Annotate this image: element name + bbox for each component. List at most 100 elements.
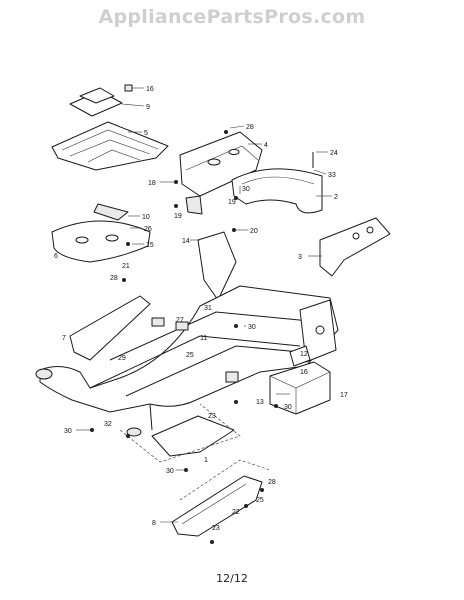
callout-label: 26 bbox=[144, 226, 152, 233]
floor-mat-panel bbox=[51, 121, 169, 171]
callout-label: 28 bbox=[246, 124, 254, 131]
fastener-icon bbox=[126, 434, 130, 438]
frame-tab bbox=[175, 321, 189, 331]
frame-tab bbox=[225, 371, 239, 383]
frame-outline bbox=[39, 285, 339, 413]
side-plate-hole bbox=[352, 232, 360, 240]
floor-mat-ridge bbox=[87, 149, 141, 163]
floor-mat-ridge bbox=[69, 139, 151, 157]
callout-label: 31 bbox=[204, 305, 212, 312]
fastener-icon bbox=[234, 400, 238, 404]
callout-label: 28 bbox=[110, 275, 118, 282]
under-plate bbox=[151, 415, 235, 457]
fastener-icon bbox=[122, 278, 126, 282]
fastener-icon bbox=[210, 540, 214, 544]
battery-box bbox=[269, 361, 331, 415]
fastener-icon bbox=[260, 488, 264, 492]
callout-label: 14 bbox=[182, 238, 190, 245]
knob-part bbox=[124, 84, 133, 92]
frame-hole bbox=[315, 325, 325, 335]
under-plate-guide bbox=[119, 403, 241, 463]
callout-label: 20 bbox=[250, 228, 258, 235]
callout-label: 15 bbox=[146, 242, 154, 249]
console-foot bbox=[185, 195, 203, 215]
callout-label: 17 bbox=[340, 392, 348, 399]
side-plate-part bbox=[319, 217, 391, 277]
top-plate-raised bbox=[79, 87, 115, 104]
callout-label: 19 bbox=[228, 199, 236, 206]
fastener-icon bbox=[174, 204, 178, 208]
callout-label: 25 bbox=[186, 352, 194, 359]
fastener-icon bbox=[232, 228, 236, 232]
callout-label: 23 bbox=[208, 413, 216, 420]
fastener-icon bbox=[224, 130, 228, 134]
callout-label: 8 bbox=[152, 520, 156, 527]
callout-label: 12 bbox=[300, 351, 308, 358]
fastener-icon bbox=[126, 242, 130, 246]
callout-label: 16 bbox=[146, 86, 154, 93]
side-plate-hole bbox=[366, 226, 374, 234]
console-part bbox=[179, 131, 263, 215]
hardware-dots bbox=[90, 130, 278, 544]
callout-label: 24 bbox=[330, 150, 338, 157]
fastener-icon bbox=[234, 324, 238, 328]
center-bracket-part bbox=[197, 231, 237, 301]
callout-label: 30 bbox=[166, 468, 174, 475]
frame-front-pivot bbox=[35, 368, 53, 380]
frame-rail bbox=[89, 335, 301, 389]
callout-label: 32 bbox=[104, 421, 112, 428]
seat-hole bbox=[105, 234, 119, 242]
callout-label: 29 bbox=[118, 355, 126, 362]
callout-label: 3 bbox=[298, 254, 302, 261]
callout-label: 23 bbox=[212, 525, 220, 532]
page-number: 12/12 bbox=[216, 572, 248, 585]
callout-label: 9 bbox=[146, 104, 150, 111]
callout-label: 27 bbox=[176, 317, 184, 324]
frame-leg bbox=[149, 403, 153, 431]
callout-label: 30 bbox=[64, 428, 72, 435]
left-arm-part bbox=[69, 295, 151, 361]
callout-label: 30 bbox=[284, 404, 292, 411]
callout-leaders bbox=[76, 87, 332, 523]
callout-label: 4 bbox=[264, 142, 268, 149]
frame-wheel-mount bbox=[126, 427, 142, 437]
battery-box-part bbox=[269, 361, 331, 415]
callout-label: 16 bbox=[300, 369, 308, 376]
fender-edge bbox=[241, 176, 315, 185]
fastener-icon bbox=[174, 180, 178, 184]
callout-label: 10 bbox=[142, 214, 150, 221]
callout-label: 7 bbox=[62, 335, 66, 342]
callout-label: 18 bbox=[148, 180, 156, 187]
frame-rail bbox=[109, 311, 321, 361]
frame-crossbar bbox=[125, 345, 301, 397]
fastener-icon bbox=[234, 196, 238, 200]
seat-pan-body bbox=[51, 220, 151, 263]
console-hole bbox=[228, 149, 240, 155]
callout-label: 19 bbox=[174, 213, 182, 220]
callout-label: 21 bbox=[122, 263, 130, 270]
floor-mat-part bbox=[51, 121, 169, 171]
under-plate-part bbox=[119, 403, 241, 463]
frame-tab bbox=[151, 317, 165, 327]
deflector-edge bbox=[181, 483, 247, 525]
callout-label: 11 bbox=[200, 335, 207, 342]
callout-label: 1 bbox=[204, 457, 208, 464]
callout-label: 25 bbox=[256, 497, 264, 504]
floor-mat-ridge bbox=[61, 129, 159, 151]
callout-label: 22 bbox=[232, 509, 240, 516]
callout-labels: 16 9 5 28 4 24 18 33 30 2 19 19 10 26 15… bbox=[54, 86, 348, 532]
console-hole bbox=[207, 158, 221, 166]
callout-label: 2 bbox=[334, 194, 338, 201]
fastener-icon bbox=[244, 504, 248, 508]
rear-fender-part bbox=[231, 168, 323, 214]
callout-label: 6 bbox=[54, 253, 58, 260]
callout-label: 30 bbox=[242, 186, 250, 193]
seat-hole bbox=[75, 236, 89, 244]
lower-deflector-part bbox=[171, 459, 271, 537]
small-bracket-part bbox=[289, 345, 311, 367]
main-frame-part bbox=[35, 285, 339, 437]
console-edge bbox=[185, 145, 259, 171]
deflector-guide bbox=[179, 459, 271, 501]
